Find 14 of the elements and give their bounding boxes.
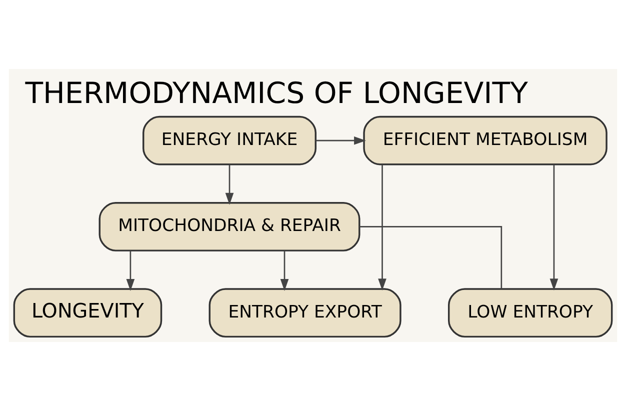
arrow (280, 250, 289, 290)
arrow (126, 250, 135, 290)
node-box: MITOCHONDRIA & REPAIR (98, 201, 360, 251)
node-box: ENTROPY EXPORT (208, 288, 402, 338)
diagram-title: THERMODYNAMICS OF LONGEVITY (25, 75, 528, 110)
node-box: LONGEVITY (13, 288, 162, 338)
node-box: EFFICIENT METABOLISM (363, 115, 608, 165)
arrow (378, 164, 386, 290)
connector (360, 226, 502, 288)
node-box: LOW ENTROPY (448, 288, 613, 338)
arrow (316, 136, 366, 144)
arrow (550, 164, 558, 290)
arrow (225, 164, 234, 204)
node-box: ENERGY INTAKE (142, 115, 317, 165)
